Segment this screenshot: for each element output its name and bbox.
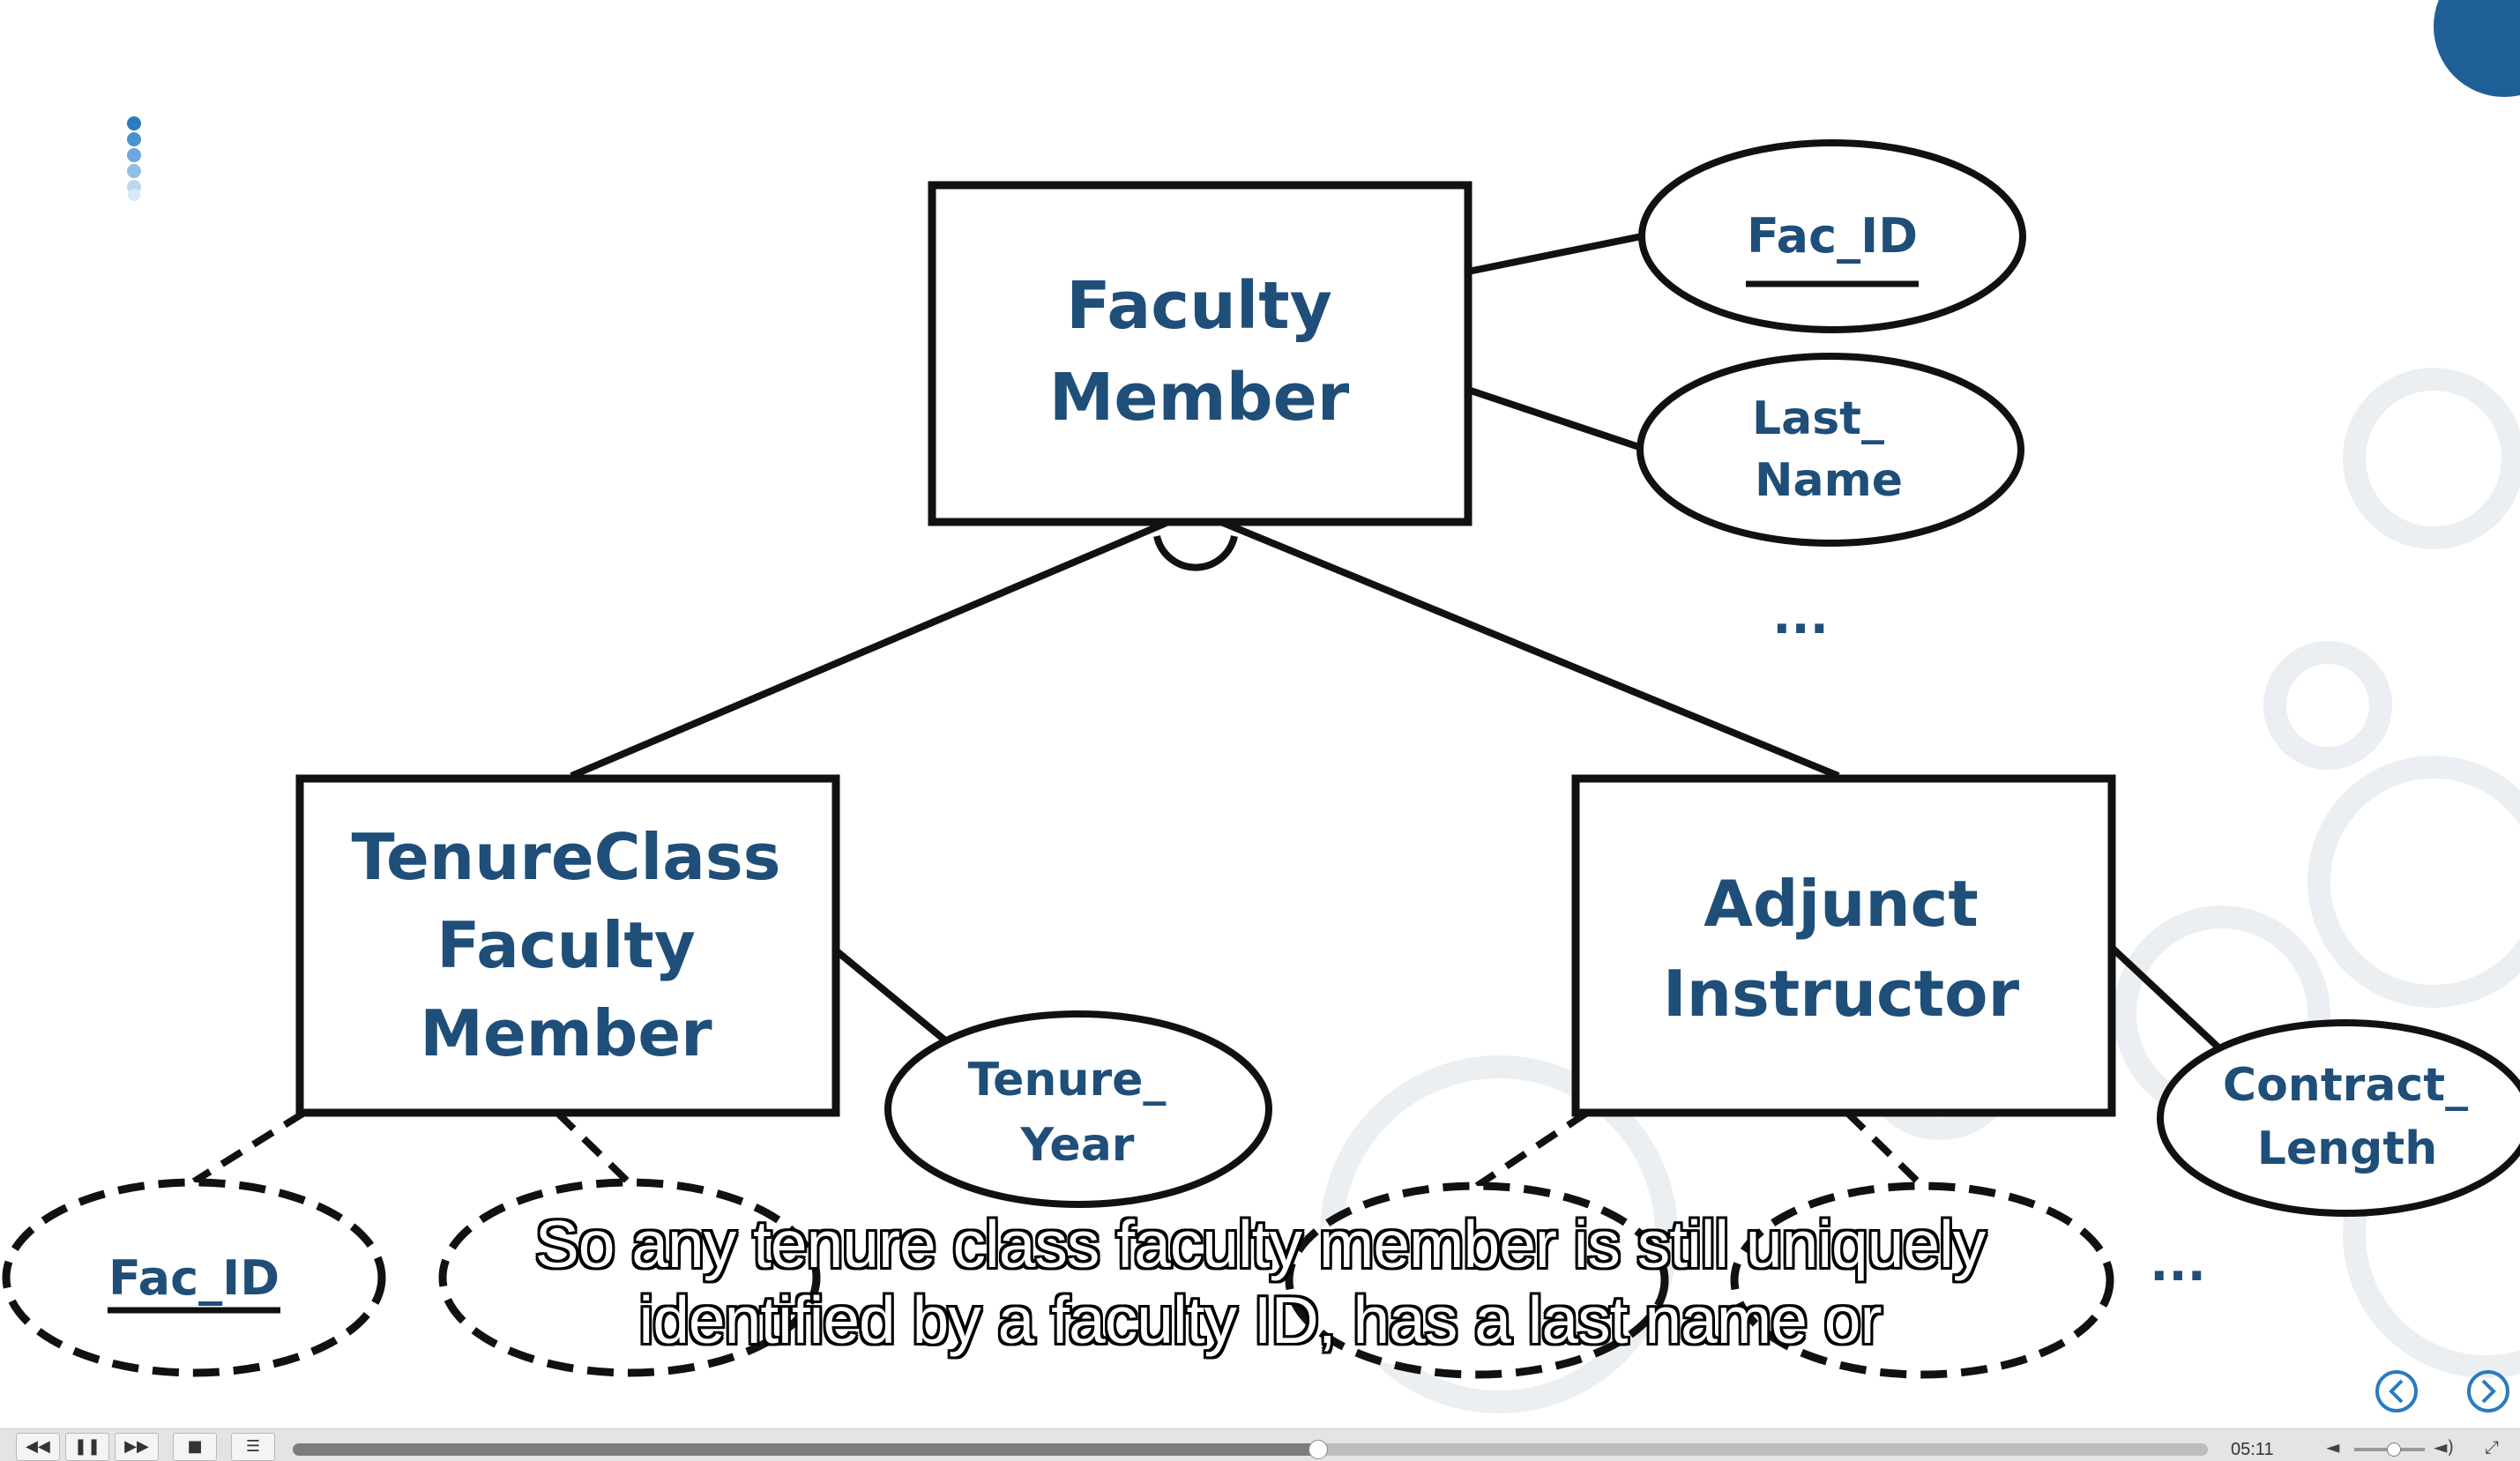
inherited-fac-id-label: Fac_ID [108, 1250, 280, 1306]
caption-line-2: identified by a faculty ID, has a last n… [638, 1283, 1883, 1357]
attribute-last-name [1637, 353, 2024, 547]
attribute-fac-id-label: Fac_ID [1747, 208, 1918, 264]
attribute-tenure-year-line2: Year [1020, 1119, 1135, 1172]
rewind-icon[interactable]: ◀◀ [16, 1433, 60, 1461]
dashed-connector-adjunct-name [1845, 1110, 1925, 1189]
connector-faculty-fac-id [1467, 233, 1643, 275]
connector-faculty-tenure [570, 517, 1174, 779]
entity-adjunct-instructor [1571, 774, 2116, 1117]
inherited-attribute-name-left [438, 1178, 821, 1377]
volume-thumb[interactable] [2387, 1442, 2401, 1457]
slide-next-icon[interactable] [2467, 1370, 2509, 1413]
connector-faculty-adjunct [1215, 517, 1840, 779]
dashed-connector-tenure-fac-id [191, 1109, 307, 1185]
player-controls: ◀◀ ❚❚ ▶▶ ■ ☰ 05:11 ◄ ◄) ⤢ [0, 1428, 2520, 1461]
entity-faculty-member [928, 181, 1472, 526]
caption-line-1: So any tenure class faculty member is st… [534, 1207, 1987, 1281]
more-attributes-ellipsis: ... [1772, 588, 1829, 645]
inherited-attribute-fac-id-left [2, 1178, 386, 1377]
attribute-last-name-line1: Last_ [1752, 392, 1884, 445]
entity-faculty-member-line1: Faculty [1066, 268, 1332, 344]
entity-adjunct-line1: Adjunct [1704, 867, 1979, 941]
playlist-icon[interactable]: ☰ [231, 1433, 275, 1461]
inherited-attribute-fac-id-right [1285, 1181, 1669, 1379]
attribute-tenure-year [884, 1010, 1272, 1208]
attribute-fac-id [1638, 139, 2026, 333]
entity-tenure-line1: TenureClass [351, 820, 780, 894]
volume-mute-icon[interactable]: ◄ [2326, 1436, 2340, 1457]
slide-progress-dots-icon [127, 116, 141, 201]
er-diagram-slide: Faculty Member TenureClass Faculty Membe… [2, 0, 2520, 1413]
subtitle-caption: So any tenure class faculty member is st… [0, 1206, 2520, 1358]
entity-faculty-member-line2: Member [1049, 360, 1350, 436]
entity-tenure-line2: Faculty [436, 908, 696, 982]
subset-symbol [1153, 535, 1238, 571]
connector-tenure-year [833, 947, 948, 1044]
fullscreen-icon[interactable]: ⤢ [2485, 1436, 2499, 1457]
attribute-contract-length [2157, 1019, 2520, 1217]
pause-icon[interactable]: ❚❚ [65, 1433, 109, 1461]
entity-tenure-line3: Member [420, 996, 712, 1070]
progress-thumb[interactable] [1308, 1440, 1329, 1459]
more-subclass-attributes-ellipsis: ... [2150, 1235, 2206, 1293]
connector-faculty-last-name [1466, 386, 1644, 451]
progress-bar[interactable] [293, 1440, 2208, 1459]
slide-prev-icon[interactable] [2375, 1370, 2418, 1413]
connector-adjunct-contract [2105, 941, 2220, 1049]
volume-slider[interactable] [2354, 1442, 2425, 1457]
stop-icon[interactable]: ■ [173, 1433, 217, 1461]
dashed-connector-tenure-name [555, 1110, 632, 1186]
entity-tenureclass-faculty-member [295, 774, 840, 1117]
inherited-attribute-name-right [1730, 1181, 2114, 1379]
attribute-last-name-line2: Name [1755, 454, 1903, 507]
volume-max-icon[interactable]: ◄) [2434, 1436, 2455, 1457]
time-label: 05:11 [2231, 1440, 2274, 1459]
attribute-contract-length-line1: Contract_ [2223, 1059, 2468, 1112]
progress-fill [293, 1443, 1318, 1456]
entity-adjunct-line2: Instructor [1663, 957, 2020, 1031]
attribute-contract-length-line2: Length [2257, 1122, 2438, 1175]
dashed-connector-adjunct-fac-id [1474, 1109, 1590, 1189]
corner-badge-icon [2434, 0, 2520, 97]
fast-forward-icon[interactable]: ▶▶ [115, 1433, 159, 1461]
attribute-tenure-year-line1: Tenure_ [968, 1054, 1167, 1107]
